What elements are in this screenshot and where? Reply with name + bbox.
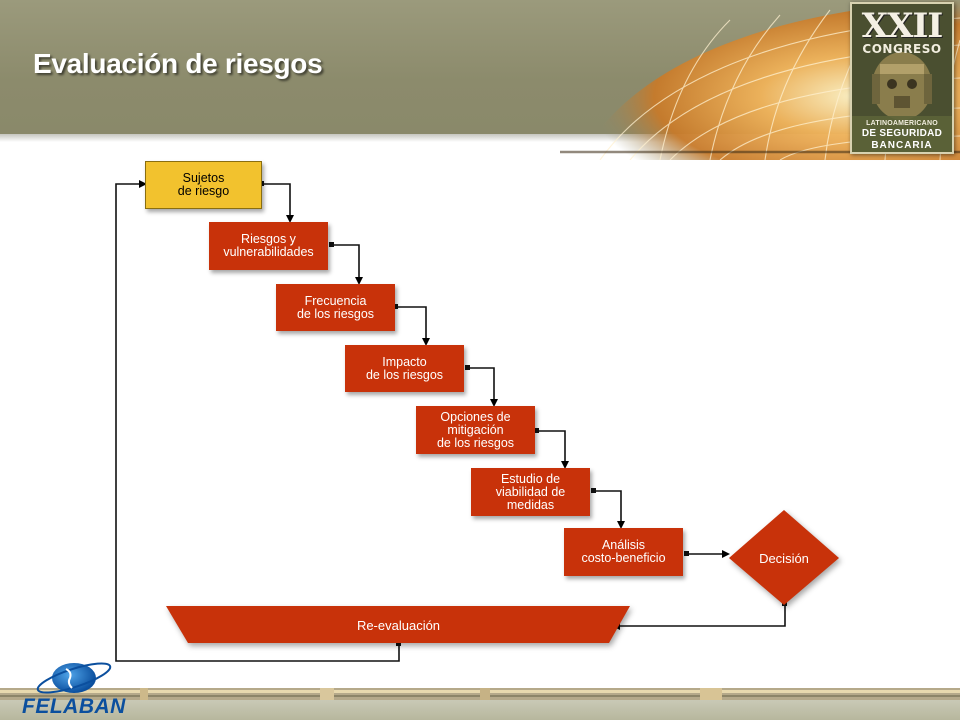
step-impacto: Impacto de los riesgos (345, 345, 464, 392)
footer-band (0, 700, 960, 720)
connector-4 (468, 367, 498, 407)
connector-decision-reeval (612, 604, 786, 630)
badge-latinoamericano: LATINOAMERICANO (866, 120, 938, 127)
connector-2 (332, 244, 363, 285)
congress-badge: XXII CONGRESO LATINOAMERICANO DE SEGURID… (850, 2, 954, 154)
connector-5 (537, 430, 569, 469)
mayan-mask-graphic (852, 4, 952, 152)
decision-diamond (729, 510, 839, 605)
step-analisis-costo-beneficio: Análisis costo-beneficio (564, 528, 683, 576)
reevaluation-shape (166, 606, 630, 643)
header-shadow (0, 134, 960, 142)
page-title: Evaluación de riesgos (33, 48, 323, 79)
felaban-globe-icon (36, 662, 112, 694)
connector-6 (594, 490, 625, 529)
step-opciones-mitigacion: Opciones de mitigación de los riesgos (416, 406, 535, 454)
reevaluation-label: Re-evaluación (356, 617, 441, 633)
step-estudio-viabilidad: Estudio de viabilidad de medidas (471, 468, 590, 516)
badge-congreso: CONGRESO (862, 42, 942, 56)
badge-roman-numeral: XXII (861, 6, 944, 46)
decision-label: Decisión (759, 550, 809, 566)
felaban-logo-text: FELABAN (22, 695, 126, 718)
step-sujetos-de-riesgo: Sujetos de riesgo (145, 161, 262, 209)
footer-stripe (0, 688, 960, 700)
badge-bancaria: BANCARIA (871, 140, 933, 151)
step-riesgos-vulnerabilidades: Riesgos y vulnerabilidades (209, 222, 328, 270)
connector-loop-back (115, 180, 400, 662)
connector-3 (396, 306, 430, 346)
step-frecuencia: Frecuencia de los riesgos (276, 284, 395, 331)
badge-seguridad: DE SEGURIDAD (861, 128, 943, 139)
connector-1 (262, 183, 294, 223)
